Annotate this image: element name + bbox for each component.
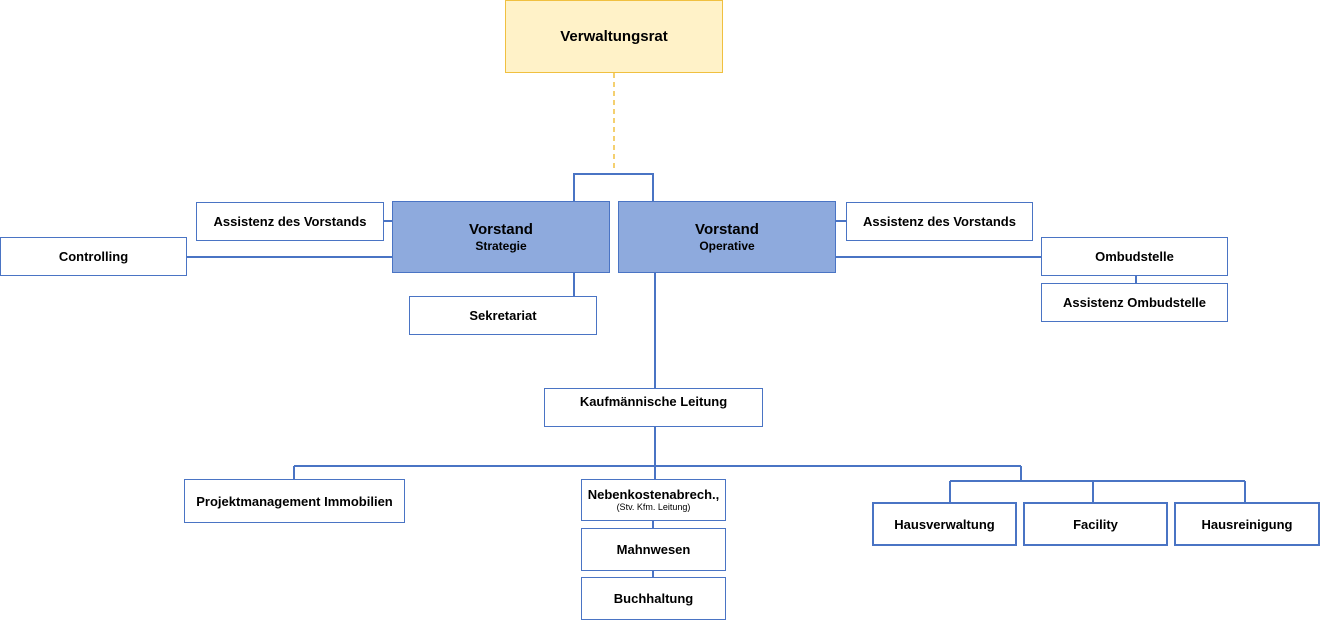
- hausreinigung-label: Hausreinigung: [1201, 516, 1293, 532]
- ombudstelle-box: Ombudstelle: [1041, 237, 1228, 276]
- assistenz-right-label: Assistenz des Vorstands: [863, 214, 1016, 229]
- vorstand-operative-box: Vorstand Operative: [618, 201, 836, 273]
- assistenz-ombudstelle-label: Assistenz Ombudstelle: [1062, 295, 1207, 310]
- sekretariat-label: Sekretariat: [469, 308, 537, 323]
- vorstand-strategie-subtitle: Strategie: [475, 238, 527, 253]
- hausverwaltung-label: Hausverwaltung: [894, 516, 995, 532]
- facility-label: Facility: [1073, 516, 1118, 532]
- kaufmaennische-leitung-label: Kaufmännische Leitung: [579, 394, 728, 409]
- kaufmaennische-leitung-box: Kaufmännische Leitung: [544, 388, 763, 427]
- assistenz-right-box: Assistenz des Vorstands: [846, 202, 1033, 241]
- controlling-label: Controlling: [58, 249, 129, 264]
- controlling-box: Controlling: [0, 237, 187, 276]
- nebenkosten-label: Nebenkostenabrech.,: [587, 487, 720, 502]
- vorstand-strategie-box: Vorstand Strategie: [392, 201, 610, 273]
- assistenz-ombudstelle-box: Assistenz Ombudstelle: [1041, 283, 1228, 322]
- mahnwesen-box: Mahnwesen: [581, 528, 726, 571]
- projektmanagement-box: Projektmanagement Immobilien: [184, 479, 405, 523]
- vorstand-bracket: [573, 173, 654, 201]
- sekretariat-box: Sekretariat: [409, 296, 597, 335]
- vorstand-operative-subtitle: Operative: [699, 238, 755, 253]
- buchhaltung-label: Buchhaltung: [613, 591, 694, 606]
- verwaltungsrat-box: Verwaltungsrat: [505, 0, 723, 73]
- mahnwesen-label: Mahnwesen: [616, 542, 691, 557]
- nebenkosten-box: Nebenkostenabrech., (Stv. Kfm. Leitung): [581, 479, 726, 521]
- ombudstelle-label: Ombudstelle: [1095, 249, 1174, 264]
- nebenkosten-sublabel: (Stv. Kfm. Leitung): [616, 502, 691, 512]
- vorstand-strategie-title: Vorstand: [469, 220, 533, 238]
- hausverwaltung-box: Hausverwaltung: [872, 502, 1017, 546]
- projektmanagement-label: Projektmanagement Immobilien: [196, 493, 393, 509]
- assistenz-left-label: Assistenz des Vorstands: [213, 214, 367, 229]
- verwaltungsrat-label: Verwaltungsrat: [560, 28, 668, 45]
- vorstand-operative-title: Vorstand: [695, 220, 759, 238]
- assistenz-left-box: Assistenz des Vorstands: [196, 202, 384, 241]
- facility-box: Facility: [1023, 502, 1168, 546]
- buchhaltung-box: Buchhaltung: [581, 577, 726, 620]
- hausreinigung-box: Hausreinigung: [1174, 502, 1320, 546]
